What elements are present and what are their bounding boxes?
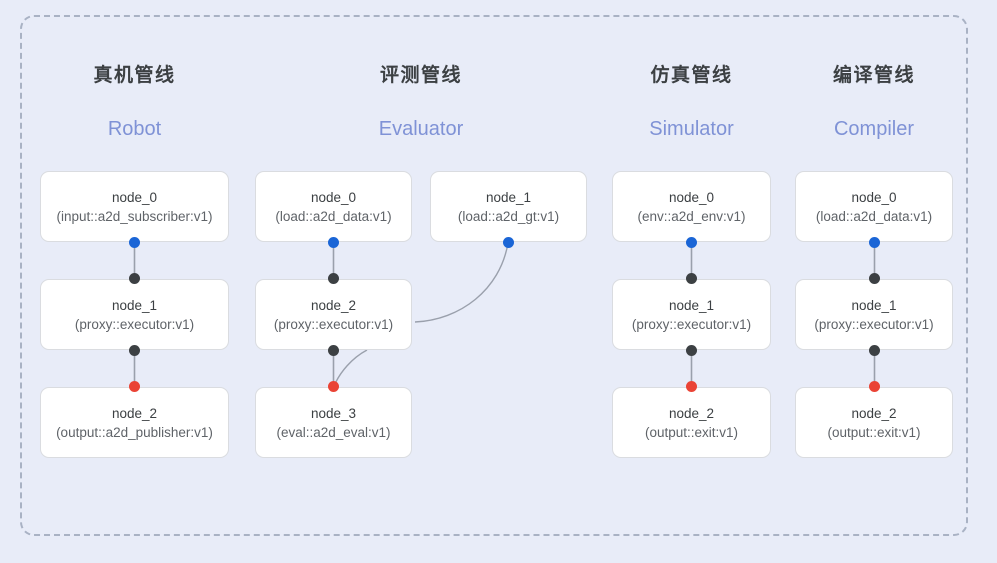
node-compiler-1[interactable]: node_1 (proxy::executor:v1) [795, 279, 953, 350]
port-out-evaluator-1-gt[interactable] [503, 237, 514, 248]
port-in-evaluator-3[interactable] [328, 381, 339, 392]
node-spec: (input::a2d_subscriber:v1) [56, 208, 213, 224]
port-in-robot-2[interactable] [129, 381, 140, 392]
port-in-simulator-2[interactable] [686, 381, 697, 392]
node-spec: (load::a2d_data:v1) [275, 208, 392, 224]
node-simulator-0[interactable]: node_0 (env::a2d_env:v1) [612, 171, 771, 242]
diagram-dashed-frame [20, 15, 968, 536]
port-in-simulator-1[interactable] [686, 273, 697, 284]
port-out-compiler-1[interactable] [869, 345, 880, 356]
column-title-cn-robot: 真机管线 [93, 65, 176, 86]
node-name: node_1 [111, 297, 158, 313]
port-out-simulator-0[interactable] [686, 237, 697, 248]
port-out-compiler-0[interactable] [869, 237, 880, 248]
node-spec: (load::a2d_data:v1) [815, 208, 933, 224]
node-name: node_3 [310, 405, 357, 421]
node-spec: (load::a2d_gt:v1) [457, 208, 560, 224]
port-in-robot-1[interactable] [129, 273, 140, 284]
node-robot-0[interactable]: node_0 (input::a2d_subscriber:v1) [40, 171, 229, 242]
node-compiler-0[interactable]: node_0 (load::a2d_data:v1) [795, 171, 953, 242]
port-out-robot-1[interactable] [129, 345, 140, 356]
node-simulator-2[interactable]: node_2 (output::exit:v1) [612, 387, 771, 458]
port-out-simulator-1[interactable] [686, 345, 697, 356]
column-title-cn-simulator: 仿真管线 [650, 65, 733, 86]
node-name: node_0 [111, 189, 158, 205]
node-robot-2[interactable]: node_2 (output::a2d_publisher:v1) [40, 387, 229, 458]
column-title-cn-compiler: 编译管线 [832, 65, 915, 86]
node-evaluator-1-gt[interactable]: node_1 (load::a2d_gt:v1) [430, 171, 587, 242]
node-simulator-1[interactable]: node_1 (proxy::executor:v1) [612, 279, 771, 350]
node-name: node_2 [310, 297, 357, 313]
node-spec: (proxy::executor:v1) [273, 316, 394, 332]
port-in-compiler-1[interactable] [869, 273, 880, 284]
node-name: node_1 [668, 297, 715, 313]
node-evaluator-3[interactable]: node_3 (eval::a2d_eval:v1) [255, 387, 412, 458]
node-spec: (proxy::executor:v1) [814, 316, 934, 332]
port-in-evaluator-2[interactable] [328, 273, 339, 284]
pipeline-column-robot: 真机管线 Robot [40, 60, 229, 470]
column-title-en-robot: Robot [107, 118, 162, 140]
pipeline-column-evaluator: 评测管线 Evaluator [255, 60, 587, 470]
pipeline-column-compiler: 编译管线 Compiler [795, 60, 953, 470]
node-spec: (output::exit:v1) [827, 424, 921, 440]
node-spec: (env::a2d_env:v1) [637, 208, 746, 224]
column-title-en-simulator: Simulator [649, 118, 734, 140]
node-name: node_0 [310, 189, 357, 205]
node-name: node_1 [485, 189, 532, 205]
column-title-en-evaluator: Evaluator [378, 118, 464, 140]
node-evaluator-0[interactable]: node_0 (load::a2d_data:v1) [255, 171, 412, 242]
node-spec: (output::exit:v1) [644, 424, 739, 440]
port-out-robot-0[interactable] [129, 237, 140, 248]
node-name: node_2 [111, 405, 158, 421]
node-name: node_2 [851, 405, 897, 421]
node-evaluator-2[interactable]: node_2 (proxy::executor:v1) [255, 279, 412, 350]
node-spec: (output::a2d_publisher:v1) [56, 424, 213, 440]
port-out-evaluator-0[interactable] [328, 237, 339, 248]
node-spec: (proxy::executor:v1) [631, 316, 752, 332]
port-out-evaluator-2[interactable] [328, 345, 339, 356]
port-in-compiler-2[interactable] [869, 381, 880, 392]
node-name: node_0 [668, 189, 715, 205]
pipeline-column-simulator: 仿真管线 Simulator [612, 60, 771, 470]
node-spec: (proxy::executor:v1) [74, 316, 195, 332]
node-name: node_0 [851, 189, 897, 205]
node-spec: (eval::a2d_eval:v1) [276, 424, 391, 440]
column-title-cn-evaluator: 评测管线 [379, 65, 462, 86]
node-name: node_1 [851, 297, 897, 313]
column-title-en-compiler: Compiler [833, 118, 915, 140]
node-name: node_2 [668, 405, 715, 421]
node-compiler-2[interactable]: node_2 (output::exit:v1) [795, 387, 953, 458]
node-robot-1[interactable]: node_1 (proxy::executor:v1) [40, 279, 229, 350]
